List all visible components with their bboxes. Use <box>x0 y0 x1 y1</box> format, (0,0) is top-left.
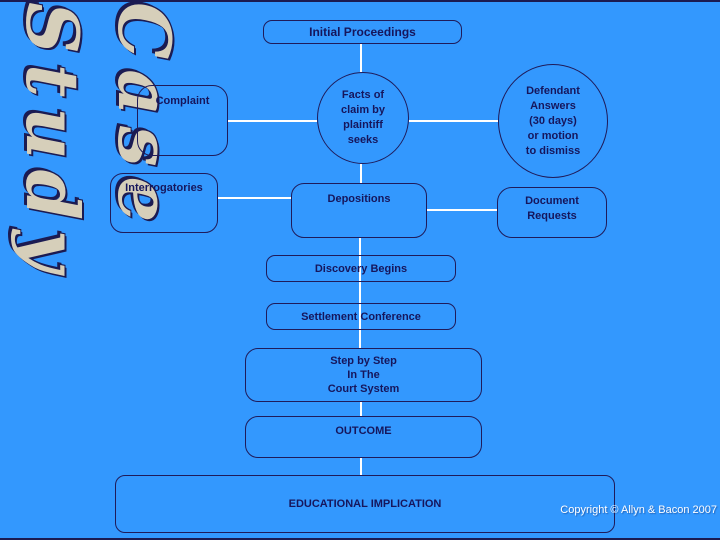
node-discovery-begins: Discovery Begins <box>266 255 456 282</box>
node-complaint: Complaint <box>137 85 228 156</box>
connector-title-to-facts <box>360 44 362 72</box>
node-interrogatories: Interrogatories <box>110 173 218 233</box>
copyright-notice: Copyright © Allyn & Bacon 2007 <box>560 504 717 516</box>
node-initial-proceedings: Initial Proceedings <box>263 20 462 44</box>
node-settlement-conference: Settlement Conference <box>266 303 456 330</box>
connector-depositions-to-document-requests <box>427 209 497 211</box>
connector-depositions-to-step <box>359 238 361 348</box>
connector-outcome-to-educational <box>360 458 362 475</box>
connector-complaint-to-facts <box>228 120 317 122</box>
node-facts-of-claim: Facts of claim by plaintiff seeks <box>317 72 409 164</box>
connector-facts-to-defendant <box>409 120 498 122</box>
slide-bottom-border <box>0 538 720 540</box>
node-outcome: OUTCOME <box>245 416 482 458</box>
node-step-by-step: Step by Step In The Court System <box>245 348 482 402</box>
node-defendant-answers: Defendant Answers (30 days) or motion to… <box>498 64 608 178</box>
connector-step-to-outcome <box>360 402 362 416</box>
case-study-watermark: Case Study <box>10 2 187 282</box>
connector-interrogatories-to-depositions <box>218 197 291 199</box>
connector-facts-to-depositions <box>360 164 362 183</box>
slide-top-border <box>0 0 720 2</box>
node-educational-implication: EDUCATIONAL IMPLICATION <box>115 475 615 533</box>
node-depositions: Depositions <box>291 183 427 238</box>
node-document-requests: Document Requests <box>497 187 607 238</box>
